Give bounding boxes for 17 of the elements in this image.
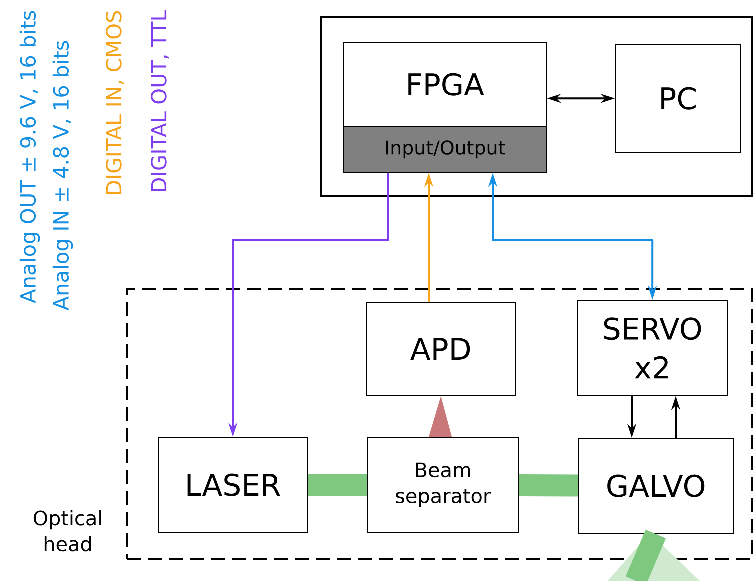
computer-frame [320,16,753,198]
box: PC [615,44,742,154]
signal-label: DIGITAL IN, CMOS [106,11,124,194]
light-beam [608,530,700,581]
light-beam [308,474,367,496]
beam-triangle [429,396,452,437]
box: APD [366,302,516,396]
light-beam [519,474,578,497]
box-label: Optical head [34,510,102,552]
box: Beam separator [367,437,520,534]
signal-label: DIGITAL OUT, TTL [151,10,169,192]
io-bar: Input/Output [343,126,548,174]
box: LASER [158,437,308,534]
box: GALVO [578,438,734,534]
box: SERVO x2 [577,300,728,396]
signal-label: Analog OUT ± 9.6 V, 16 bits [20,11,40,304]
signal-label: Analog IN ± 4.8 V, 16 bits [52,41,74,311]
